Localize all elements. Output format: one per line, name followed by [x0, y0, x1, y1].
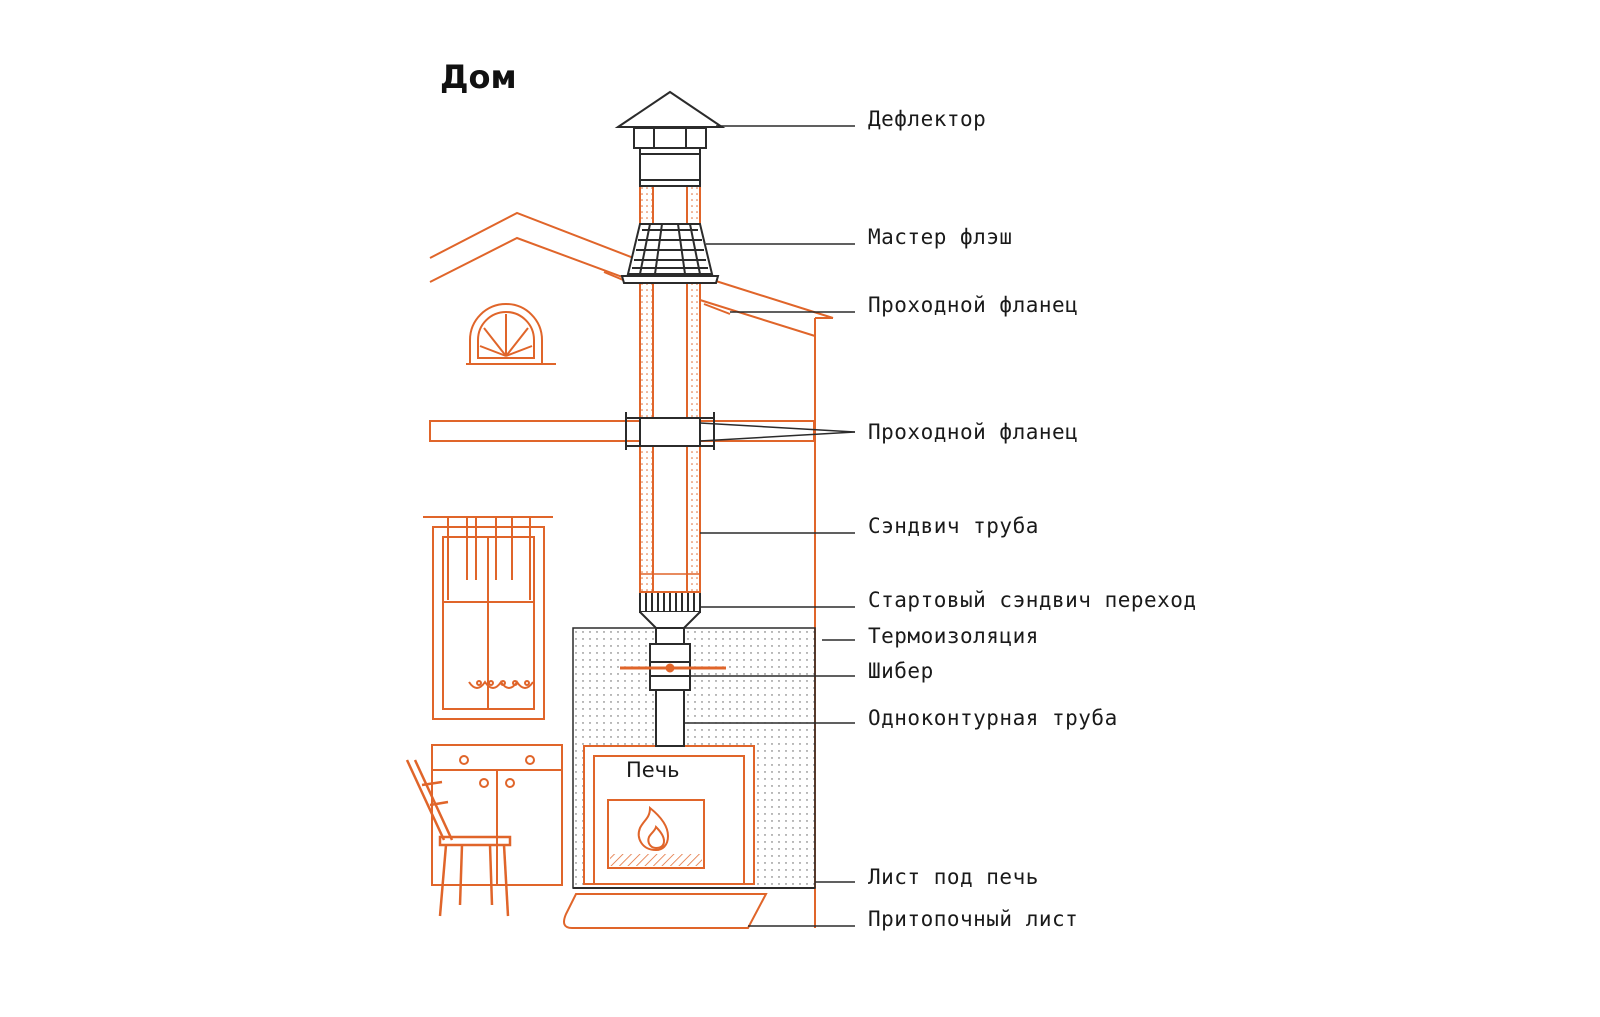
single-wall-pipe — [649, 627, 691, 747]
label-master-flash: Мастер флэш — [868, 225, 1013, 249]
label-deflector: Дефлектор — [868, 107, 987, 131]
label-damper: Шибер — [868, 659, 934, 683]
starter-adapter — [639, 591, 701, 629]
label-sandwich-pipe: Сэндвич труба — [868, 514, 1039, 538]
kitchen-cabinet — [431, 744, 563, 886]
leader-lines — [684, 125, 856, 927]
diagram-title: Дом — [440, 58, 517, 96]
ceiling-pass-flange — [625, 412, 715, 450]
pre-furnace-sheet — [563, 893, 768, 929]
damper — [620, 663, 726, 673]
label-ceiling-flange: Проходной фланец — [868, 420, 1079, 444]
label-thermal-insulation: Термоизоляция — [868, 624, 1039, 648]
chair — [405, 759, 512, 917]
deflector — [614, 90, 726, 187]
label-sheet-under-stove: Лист под печь — [868, 865, 1039, 889]
stove — [583, 745, 755, 885]
master-flash — [620, 223, 720, 284]
attic-window — [466, 303, 556, 365]
ceiling-beam — [429, 420, 815, 442]
label-pre-furnace-sheet: Притопочный лист — [868, 907, 1079, 931]
label-single-wall-pipe: Одноконтурная труба — [868, 706, 1118, 730]
label-starter-adapter: Стартовый сэндвич переход — [868, 588, 1197, 612]
label-roof-flange: Проходной фланец — [868, 293, 1079, 317]
kitchen-window — [423, 516, 553, 720]
stove-label: Печь — [626, 758, 680, 782]
